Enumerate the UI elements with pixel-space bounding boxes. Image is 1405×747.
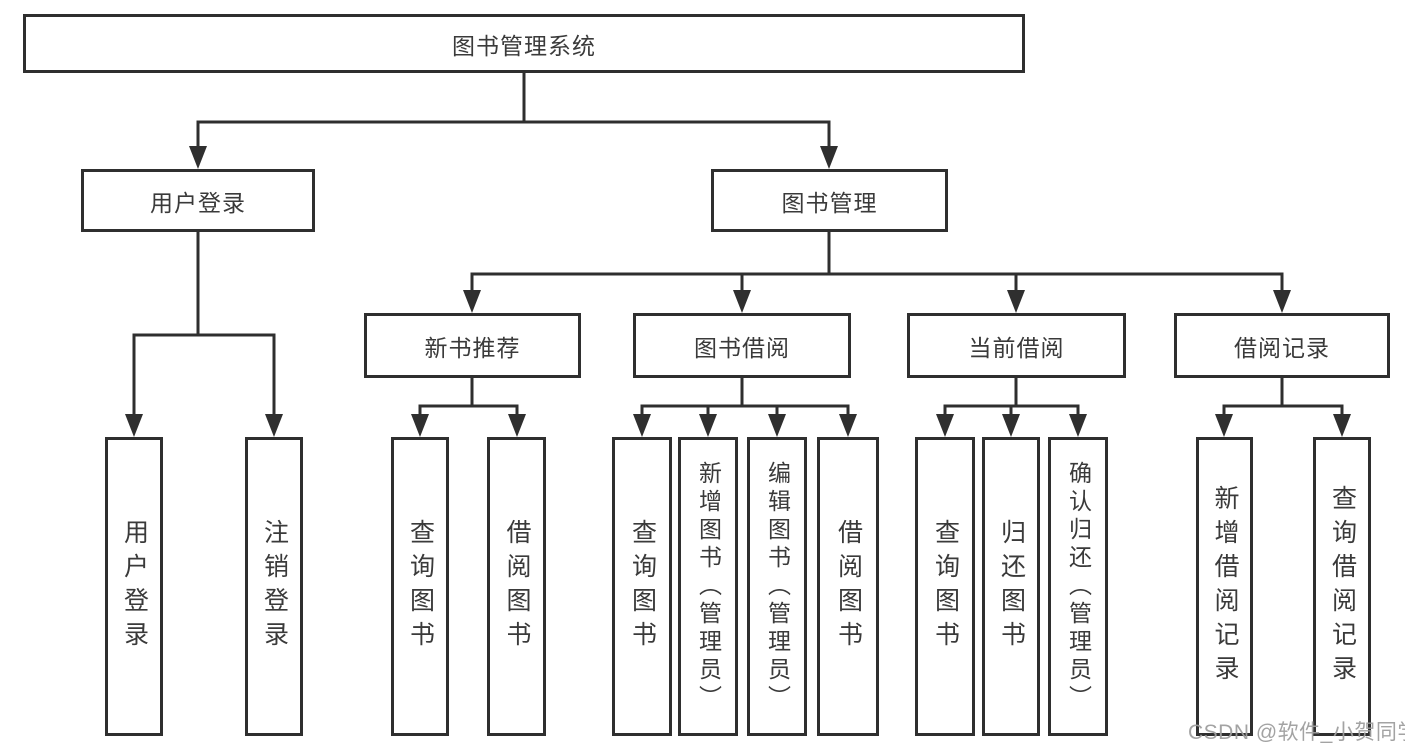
leaf-confirm-return-admin: 确认归还（管理员） [1048,437,1108,736]
node-borrowing-records: 借阅记录 [1174,313,1390,378]
leaf-user-login: 用户登录 [105,437,163,736]
leaf-label: 归还图书 [997,518,1026,655]
node-book-management: 图书管理 [711,169,948,232]
leaf-label: 新增借阅记录 [1211,484,1239,689]
node-label: 新书推荐 [424,334,521,361]
leaf-query-borrow-record: 查询借阅记录 [1313,437,1371,736]
leaf-label: 查询图书 [931,518,960,655]
node-user-login: 用户登录 [81,169,315,232]
leaf-label: 借阅图书 [503,518,531,655]
leaf-label: 确认归还（管理员） [1065,460,1092,713]
leaf-current-query-books: 查询图书 [915,437,975,736]
leaf-recommend-query-books: 查询图书 [391,437,449,736]
leaf-label: 查询图书 [406,518,435,655]
leaf-edit-book-admin: 编辑图书（管理员） [747,437,807,736]
node-label: 借阅记录 [1234,334,1330,361]
node-new-book-recommend: 新书推荐 [364,313,581,378]
node-book-borrowing: 图书借阅 [633,313,851,378]
leaf-logout: 注销登录 [245,437,303,736]
leaf-label: 编辑图书（管理员） [764,460,791,713]
leaf-label: 查询借阅记录 [1328,484,1357,689]
leaf-label: 新增图书（管理员） [695,460,722,713]
node-label: 图书管理系统 [452,32,596,59]
node-label: 图书管理 [781,189,878,216]
node-label: 用户登录 [150,189,246,216]
leaf-label: 用户登录 [120,518,149,655]
leaf-add-book-admin: 新增图书（管理员） [678,437,738,736]
node-current-borrowing: 当前借阅 [907,313,1126,378]
leaf-label: 注销登录 [260,518,289,655]
leaf-recommend-borrow-books: 借阅图书 [487,437,546,736]
node-label: 当前借阅 [968,334,1065,361]
leaf-return-books: 归还图书 [982,437,1040,736]
leaf-label: 借阅图书 [834,518,863,655]
leaf-add-borrow-record: 新增借阅记录 [1196,437,1253,736]
node-label: 图书借阅 [694,334,790,361]
leaf-borrowing-borrow-books: 借阅图书 [817,437,879,736]
leaf-borrowing-query-books: 查询图书 [612,437,672,736]
leaf-label: 查询图书 [628,518,657,655]
csdn-watermark: CSDN @软件_小贺同学 [1188,721,1405,744]
node-root-library-management-system: 图书管理系统 [23,14,1025,73]
